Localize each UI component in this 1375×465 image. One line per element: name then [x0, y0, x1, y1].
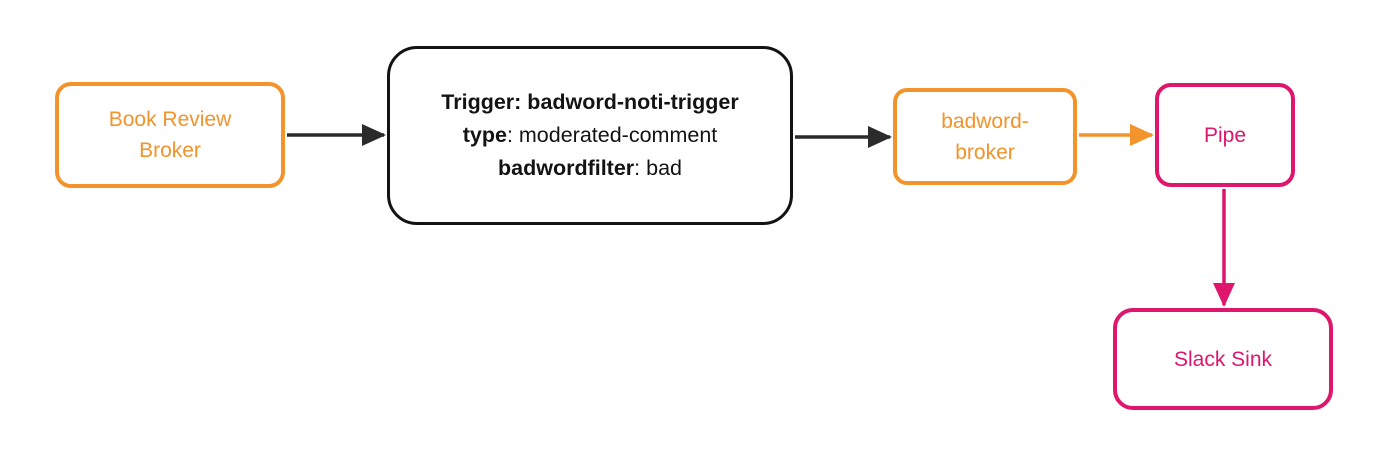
node-badword-broker: badword- broker: [893, 88, 1077, 185]
node-pipe: Pipe: [1155, 83, 1295, 187]
trigger-line-badwordfilter: badwordfilter: bad: [498, 152, 682, 185]
node-slack-sink: Slack Sink: [1113, 308, 1333, 410]
trigger-type-value: : moderated-comment: [506, 123, 718, 147]
trigger-badwordfilter-key-bold: badwordfilter: [498, 156, 635, 180]
node-book-review-broker: Book Review Broker: [55, 82, 285, 188]
node-pipe-label: Pipe: [1203, 123, 1247, 147]
node-trigger: Trigger: badword-noti-trigger type: mode…: [387, 46, 793, 225]
node-slack-sink-label: Slack Sink: [1173, 347, 1273, 371]
trigger-type-key-bold: type: [462, 123, 507, 147]
node-badword-broker-label: badword- broker: [941, 109, 1029, 164]
trigger-line-filter-name: Trigger: badword-noti-trigger: [441, 86, 738, 119]
trigger-line-type: type: moderated-comment: [463, 119, 718, 152]
trigger-name-bold: Trigger: badword-noti-trigger: [441, 90, 739, 114]
trigger-badwordfilter-value: : bad: [634, 156, 682, 180]
node-book-review-broker-label: Book Review Broker: [108, 108, 232, 162]
